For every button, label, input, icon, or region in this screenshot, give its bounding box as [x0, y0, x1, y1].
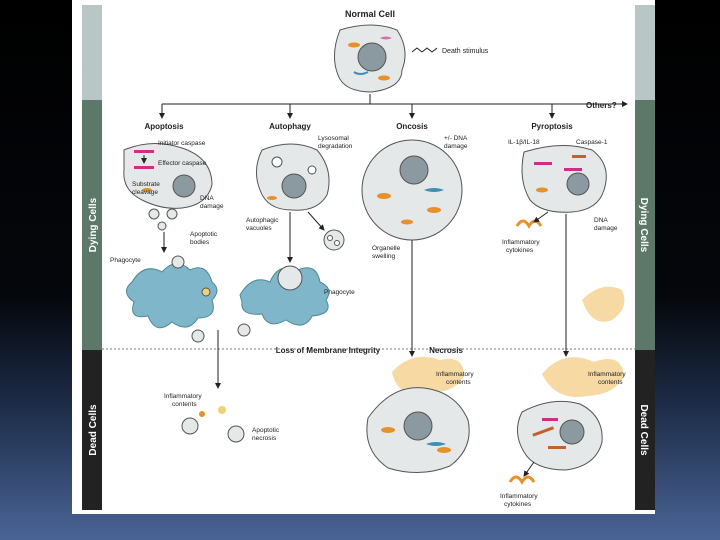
pyro-dna-label-2: damage [594, 225, 618, 232]
side-label-dead-right: Dead Cells [638, 404, 649, 456]
side-label-dying-right: Dying Cells [638, 198, 649, 253]
necrosis-contents-cloud [392, 356, 464, 394]
necrosis-contents-label-2: contents [446, 379, 471, 386]
swelling-label-2: swelling [372, 253, 396, 260]
apoptotic-necrosis-label-2: necrosis [252, 435, 277, 442]
necrosis-contents-label-1: Inflammatory [436, 371, 474, 378]
pyro-contents-cloud [542, 357, 624, 398]
bottom-cytokines-label-2: cytokines [504, 501, 532, 508]
effector-caspase-label: Effector caspase [158, 160, 207, 167]
pyro-cytokine-burst [515, 219, 543, 229]
initiator-caspase-label: Initiator caspase [158, 140, 206, 147]
normal-cell-title: Normal Cell [345, 9, 395, 19]
pyroptotic-dead-cell [517, 400, 603, 471]
bodies-label-1: Apoptotic [190, 231, 218, 238]
left-side-bar [82, 5, 102, 510]
bodies-label-2: bodies [190, 239, 210, 246]
apoptosis-phagocyte-label: Phagocyte [110, 257, 141, 264]
membrane-label: Loss of Membrane Integrity [276, 346, 381, 355]
autophagy-title: Autophagy [269, 122, 311, 131]
pyro-contents-label-1: Inflammatory [588, 371, 626, 378]
others-label: Others? [586, 101, 617, 110]
apoptotic-bodies [148, 208, 178, 231]
lysosomal-label-2: degradation [318, 143, 353, 150]
pyro-upper-contents [582, 286, 625, 322]
autophagy-phagocyte [239, 265, 330, 326]
lysosomal-label-1: Lysosomal [318, 135, 349, 142]
autophagic-label-2: vacuoles [246, 225, 272, 232]
right-side-bar [635, 5, 655, 510]
necrotic-cell [366, 387, 470, 474]
pyroptotic-cell [521, 144, 607, 213]
pyro-bottom-cytokine-burst [508, 475, 536, 485]
apoptotic-cell [123, 143, 213, 209]
apoptosis-phagocyte [126, 255, 218, 329]
death-stimulus-squiggle [411, 47, 438, 53]
death-stimulus-label: Death stimulus [442, 48, 489, 55]
substrate-label-2: cleavage [132, 189, 158, 196]
bottom-cytokines-label-1: Inflammatory [500, 493, 538, 500]
oncosis-dna-label-1: +/- DNA [444, 135, 468, 142]
autophagy-phagocyte-label: Phagocyte [324, 289, 355, 296]
pyro-dna-label-1: DNA [594, 217, 608, 224]
oncosis-dna-label-2: damage [444, 143, 468, 150]
side-label-dying-left: Dying Cells [88, 197, 99, 252]
autophagic-vacuole-fragment [323, 229, 345, 251]
cell-death-diagram: Dying Cells Dead Cells Dying Cells Dead … [72, 0, 655, 514]
side-label-dead-left: Dead Cells [88, 404, 99, 456]
pyroptosis-title: Pyroptosis [531, 122, 573, 131]
autophagic-cell [256, 143, 330, 211]
pyro-cytokines-label-2: cytokines [506, 247, 534, 254]
substrate-label-1: Substrate [132, 181, 160, 188]
pyro-side-arrow [533, 211, 549, 223]
normal-cell [334, 24, 406, 93]
branch-arrows [159, 94, 628, 119]
il-label: IL-1β/IL-18 [508, 139, 540, 146]
oncosis-title: Oncosis [396, 122, 428, 131]
bottom-infl-label-2: contents [172, 401, 197, 408]
pyro-cytokines-label-1: Inflammatory [502, 239, 540, 246]
apoptosis-title: Apoptosis [144, 122, 184, 131]
apoptosis-dna-label-2: damage [200, 203, 224, 210]
bottom-infl-label-1: Inflammatory [164, 393, 202, 400]
oncotic-cell [361, 139, 463, 241]
necrosis-label: Necrosis [429, 346, 463, 355]
pyro-contents-label-2: contents [598, 379, 623, 386]
pyro-bottom-arrow [523, 461, 535, 477]
autophagic-label-1: Autophagic [246, 217, 279, 224]
apoptotic-necrosis-label-1: Apoptotic [252, 427, 280, 434]
apoptotic-necrosis-bodies [181, 406, 245, 443]
swelling-label-1: Organelle [372, 245, 401, 252]
autophagy-side-arrow [307, 211, 325, 231]
apoptosis-dna-label-1: DNA [200, 195, 214, 202]
caspase1-label: Caspase-1 [576, 139, 608, 146]
apoptosis-bottom-bodies [191, 323, 251, 343]
